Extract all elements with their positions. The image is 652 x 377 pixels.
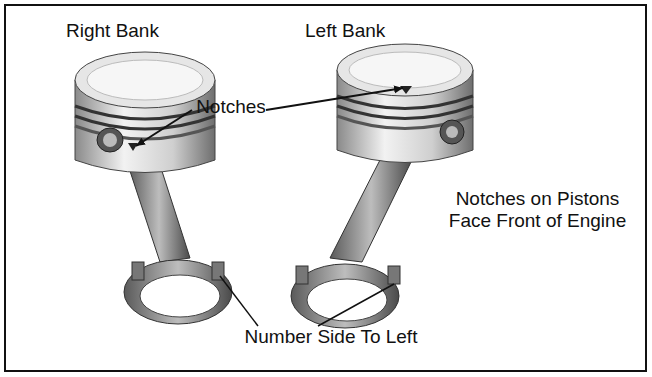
bank-label: Left Bank	[305, 20, 445, 42]
leader-line	[318, 284, 394, 326]
left-bank-piston	[291, 44, 473, 328]
note-label: Notches on Pistons Face Front of Engine	[445, 188, 630, 232]
note-label: Number Side To Left	[196, 326, 466, 348]
leader-line	[136, 110, 192, 146]
leader-line	[220, 276, 258, 326]
leader-line	[266, 88, 403, 110]
part-label: Notches	[186, 96, 276, 118]
bank-label: Right Bank	[66, 20, 206, 42]
frame-border	[5, 5, 646, 371]
right-bank-piston	[75, 52, 232, 324]
